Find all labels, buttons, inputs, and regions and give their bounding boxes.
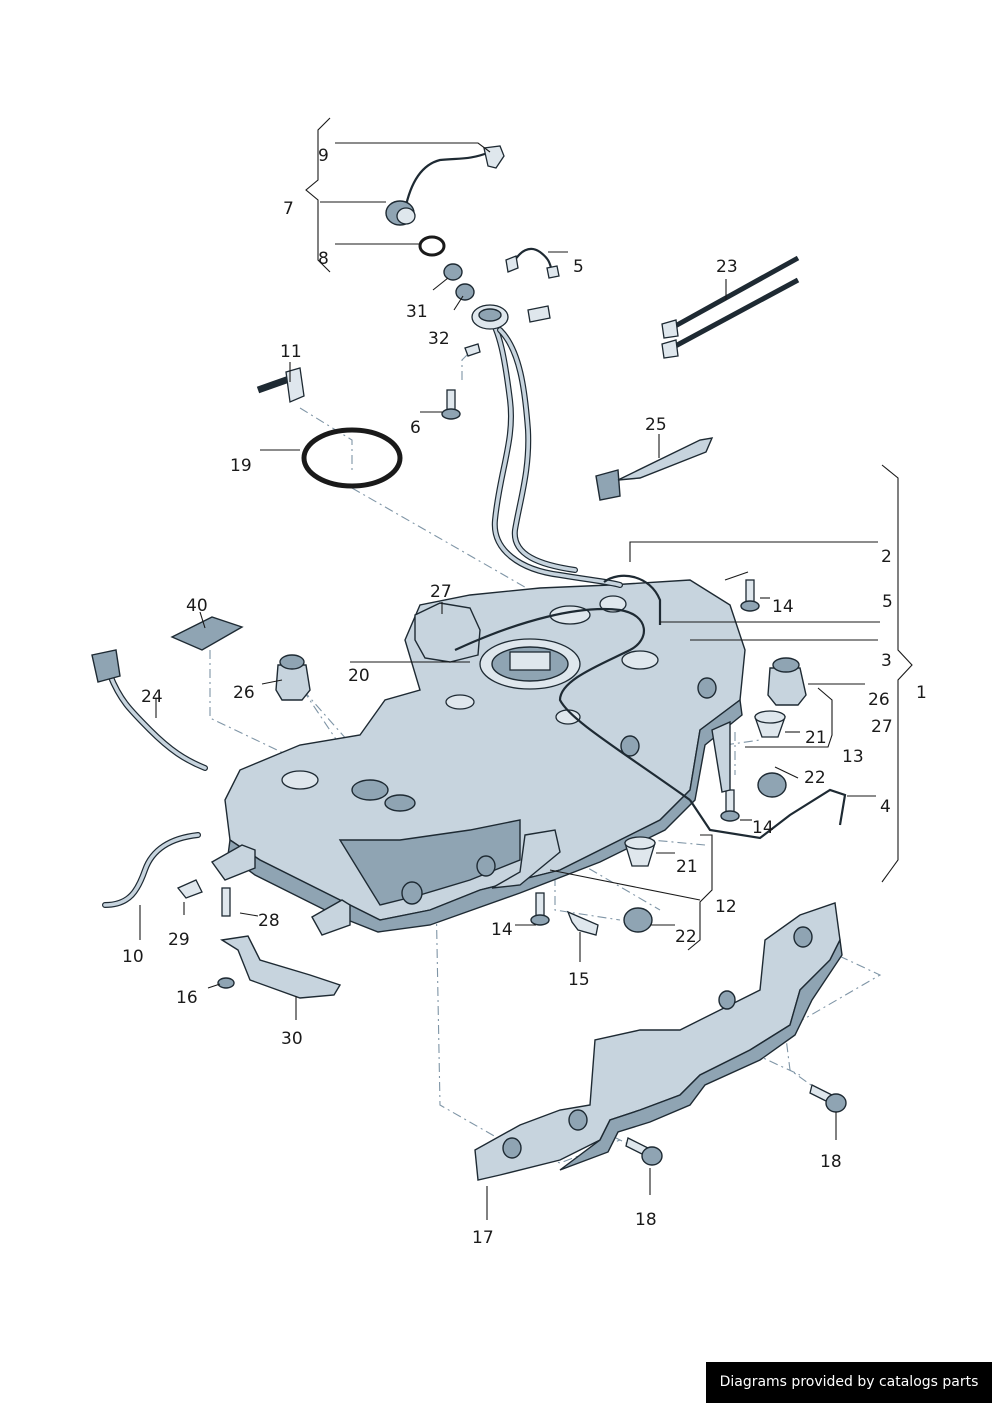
callout-2: 2 [881,547,892,567]
cable-ties[interactable] [661,255,800,359]
callout-28: 28 [258,911,280,931]
callout-labels: 9 7 8 5 31 32 23 11 6 25 19 2 27 14 5 40… [122,146,927,1248]
callout-21-top: 21 [805,728,827,748]
harness-24[interactable] [91,649,208,771]
callout-1: 1 [916,683,927,703]
callout-10: 10 [122,947,144,967]
callout-14-right: 14 [752,818,774,838]
callout-22-bottom: 22 [675,927,697,947]
grommets[interactable] [623,710,787,933]
callout-27-top: 27 [430,582,452,602]
credit-banner: Diagrams provided by catalogs parts [706,1362,992,1403]
callout-14-top: 14 [772,597,794,617]
callout-15: 15 [568,970,590,990]
callout-7: 7 [283,199,294,219]
callout-30: 30 [281,1029,303,1049]
strap-30[interactable] [220,935,342,999]
callout-5-top: 5 [573,257,584,277]
callout-17: 17 [472,1228,494,1248]
pad-40[interactable] [170,616,244,651]
tank-cap-parts[interactable] [385,145,505,301]
fuel-tank[interactable] [210,579,847,936]
callout-5-right: 5 [882,592,893,612]
callout-20: 20 [348,666,370,686]
bracket-13[interactable] [711,720,731,793]
callout-9: 9 [318,146,329,166]
bolts[interactable] [176,389,760,989]
tube-10[interactable] [102,832,201,908]
callout-14-bottom: 14 [491,920,513,940]
heat-shield-bolts[interactable] [625,1084,847,1166]
callout-29: 29 [168,930,190,950]
connector-and-locking-ring[interactable] [256,367,403,489]
bump-stops[interactable] [275,654,807,706]
callout-18-bottom: 18 [635,1210,657,1230]
callout-26-right: 26 [868,690,890,710]
callout-13: 13 [842,747,864,767]
callout-25: 25 [645,415,667,435]
callout-6: 6 [410,418,421,438]
leader-lines [139,117,913,1220]
callout-27-right: 27 [871,717,893,737]
clip-bracket[interactable] [595,437,714,501]
callout-18-right: 18 [820,1152,842,1172]
callout-16: 16 [176,988,198,1008]
callout-40: 40 [186,596,208,616]
callout-22-top: 22 [804,768,826,788]
callout-19: 19 [230,456,252,476]
callout-23: 23 [716,257,738,277]
wire-harness-5[interactable] [505,247,560,279]
callout-12: 12 [715,897,737,917]
callout-4: 4 [880,797,891,817]
callout-3: 3 [881,651,892,671]
callout-21-bottom: 21 [676,857,698,877]
callout-32: 32 [428,329,450,349]
callout-24: 24 [141,687,163,707]
callout-26-left: 26 [233,683,255,703]
callout-31: 31 [406,302,428,322]
callout-11: 11 [280,342,302,362]
heat-shield[interactable] [474,902,843,1181]
callout-8: 8 [318,249,329,269]
filler-neck[interactable] [464,304,662,625]
